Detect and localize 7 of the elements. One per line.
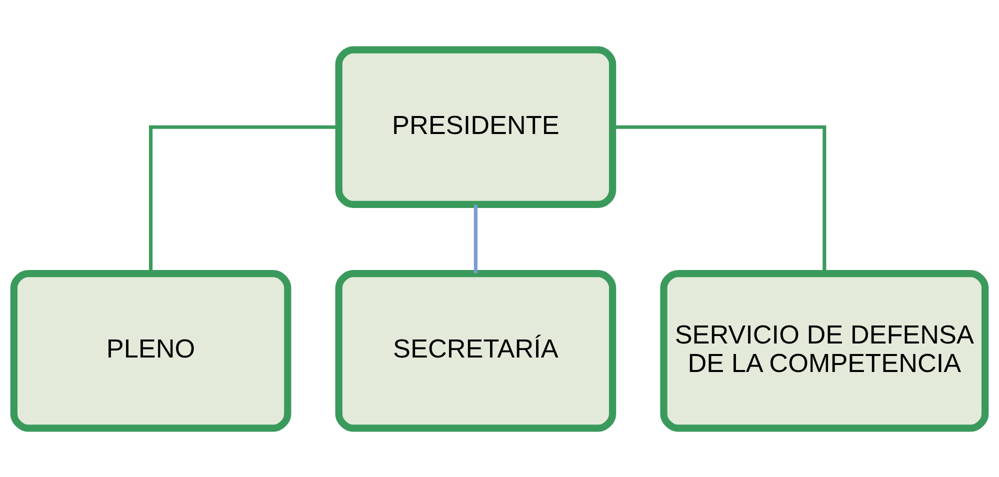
connector: [613, 124, 826, 273]
node-box: PLENO: [10, 269, 292, 432]
node-box: SERVICIO DE DEFENSA DE LA COMPETENCIA: [660, 269, 989, 432]
connector: [474, 204, 478, 273]
connector: [149, 124, 338, 273]
node-box: PRESIDENTE: [335, 46, 616, 208]
node-box: SECRETARÍA: [335, 269, 616, 432]
